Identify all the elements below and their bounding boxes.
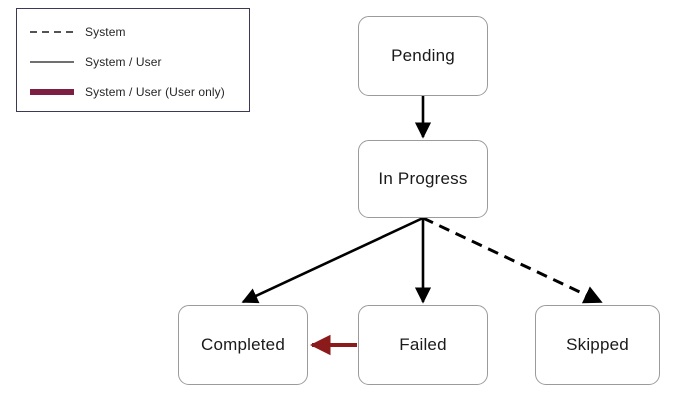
dashed-line-icon <box>29 26 75 38</box>
node-failed[interactable]: Failed <box>358 305 488 385</box>
edge-in-progress-to-skipped <box>422 216 603 304</box>
legend-label-system-user-user-only: System / User (User only) <box>85 85 225 99</box>
legend-box: System System / User System / User (User… <box>16 8 250 112</box>
legend-item-system: System <box>17 17 249 47</box>
solid-line-icon <box>29 56 75 68</box>
node-in-progress[interactable]: In Progress <box>358 140 488 218</box>
legend-item-system-user: System / User <box>17 47 249 77</box>
node-pending-label: Pending <box>391 46 455 65</box>
node-pending[interactable]: Pending <box>358 16 488 96</box>
thick-line-icon <box>29 86 75 98</box>
node-in-progress-label: In Progress <box>378 169 468 188</box>
node-skipped-label: Skipped <box>566 335 629 354</box>
legend-item-system-user-user-only: System / User (User only) <box>17 77 249 107</box>
node-failed-label: Failed <box>399 335 447 354</box>
edge-in-progress-to-completed <box>241 216 424 304</box>
legend-label-system: System <box>85 25 126 39</box>
node-completed-label: Completed <box>200 335 285 354</box>
node-skipped[interactable]: Skipped <box>535 305 660 385</box>
legend-label-system-user: System / User <box>85 55 162 69</box>
node-completed[interactable]: Completed <box>178 305 308 385</box>
